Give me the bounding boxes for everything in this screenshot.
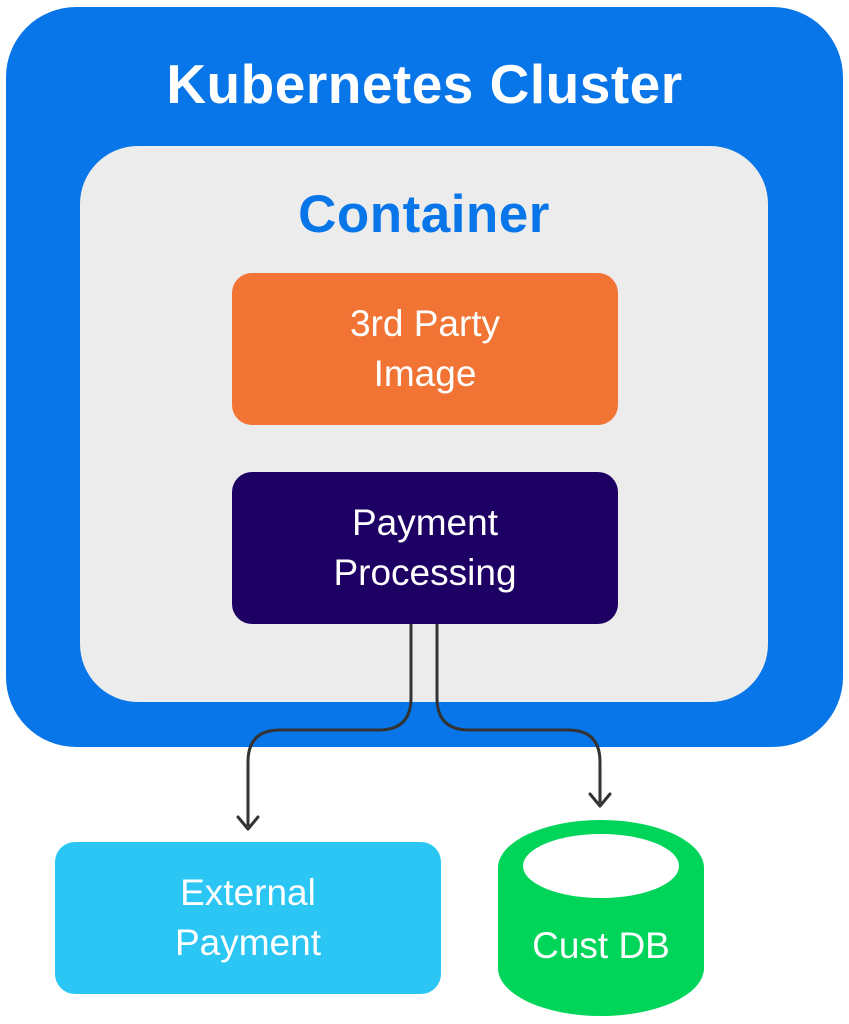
third-party-image-label-line1: 3rd Party: [349, 303, 501, 344]
cust-db-label: Cust DB: [532, 925, 670, 966]
payment-processing-node[interactable]: Payment Processing: [232, 472, 618, 624]
arrowhead-external-icon: [236, 815, 260, 831]
third-party-image-label-line2: Image: [373, 353, 477, 394]
third-party-image-label: 3rd Party Image: [350, 299, 500, 399]
external-payment-node[interactable]: External Payment: [55, 842, 441, 994]
payment-processing-label-line1: Payment: [351, 502, 498, 543]
arrowhead-custdb-icon: [588, 792, 612, 808]
payment-processing-label: Payment Processing: [333, 498, 516, 598]
third-party-image-node[interactable]: 3rd Party Image: [232, 273, 618, 425]
cluster-title: Kubernetes Cluster: [166, 53, 683, 115]
payment-processing-label-line2: Processing: [333, 552, 517, 593]
cust-db-cylinder-icon[interactable]: [498, 820, 704, 1016]
external-payment-label-line2: Payment: [174, 922, 321, 963]
external-payment-label-line1: External: [180, 872, 316, 913]
cust-db-cylinder-top: [498, 820, 704, 916]
cust-db-cylinder-top-inner: [523, 834, 679, 898]
container-title: Container: [298, 185, 550, 244]
external-payment-label: External Payment: [175, 868, 321, 968]
